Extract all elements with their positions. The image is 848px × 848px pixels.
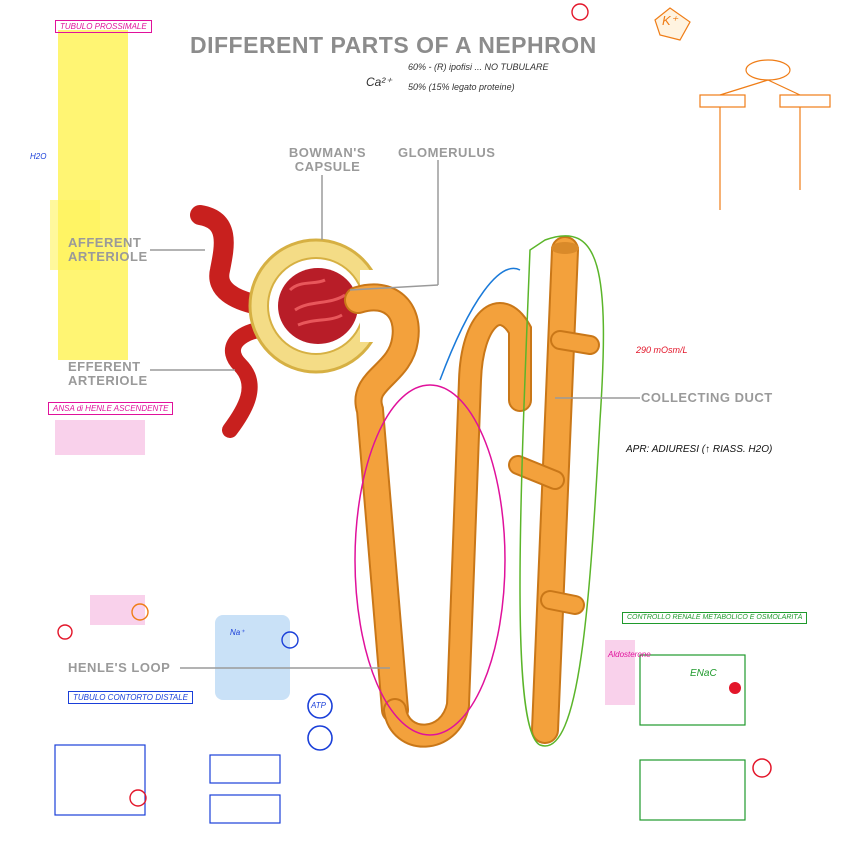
afferent-arteriole-label: AFFERENT ARTERIOLE bbox=[68, 235, 148, 264]
note-apr: APR: ADIURESI (↑ RIASS. H2O) bbox=[626, 444, 773, 455]
highlight-block-pink bbox=[605, 640, 635, 705]
henle-outline bbox=[354, 384, 506, 736]
orange-notes-network bbox=[654, 7, 831, 210]
efferent-arteriole-label: EFFERENT ARTERIOLE bbox=[68, 359, 148, 388]
highlight-block-pink bbox=[90, 595, 145, 625]
note-enac: ENaC bbox=[690, 668, 717, 679]
note-concentration: 290 mOsm/L bbox=[636, 345, 688, 355]
page-title: DIFFERENT PARTS OF A NEPHRON bbox=[190, 32, 597, 58]
note-calcium-sub: 50% (15% legato proteine) bbox=[408, 82, 515, 92]
bowmans-capsule-label: BOWMAN'S CAPSULE bbox=[288, 145, 367, 174]
note-k-symbol: K⁺ bbox=[662, 13, 678, 28]
note-ca-symbol: Ca²⁺ bbox=[366, 75, 392, 89]
highlight-block bbox=[50, 200, 100, 270]
collecting-duct-label: COLLECTING DUCT bbox=[641, 390, 773, 405]
note-h2o: H2O bbox=[30, 152, 47, 161]
note-controllo-renale: CONTROLLO RENALE METABOLICO E OSMOLARITÀ bbox=[622, 612, 808, 625]
green-control-box bbox=[639, 654, 746, 821]
efferent-artery bbox=[222, 322, 266, 438]
afferent-artery bbox=[190, 205, 268, 315]
highlight-block-pink bbox=[55, 420, 145, 455]
note-tubulo-prossimale: TUBULO PROSSIMALE bbox=[55, 20, 152, 34]
highlight-block-blue bbox=[215, 615, 290, 700]
highlight-block bbox=[58, 30, 128, 360]
note-tubulo-distale: TUBULO CONTORTO DISTALE bbox=[68, 691, 193, 705]
note-aldosterone: Aldosterone bbox=[608, 650, 651, 659]
note-na: Na⁺ bbox=[230, 628, 245, 637]
note-calcium-top: 60% - (R) ipofisi ... NO TUBULARE bbox=[408, 62, 549, 72]
note-ansa-henle: ANSA di HENLE ASCENDENTE bbox=[48, 402, 174, 416]
duct-outline bbox=[519, 235, 605, 747]
glomerulus-label: GLOMERULUS bbox=[398, 145, 496, 160]
henles-loop-label: HENLE'S LOOP bbox=[68, 660, 171, 675]
note-atp: ATP bbox=[311, 701, 326, 710]
